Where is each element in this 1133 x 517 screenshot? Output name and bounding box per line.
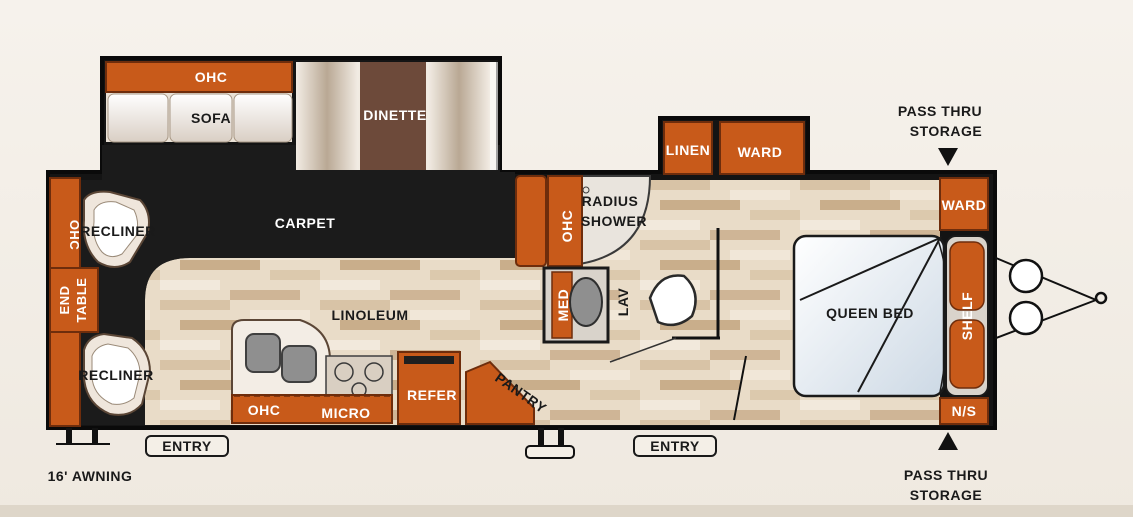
ohc-top-label: OHC	[195, 69, 228, 85]
bathroom: OHC RADIUS SHOWER MED LAV	[515, 175, 720, 363]
burner-2	[364, 362, 384, 382]
ohc-left-label: OHC	[67, 220, 82, 251]
refer-label: REFER	[407, 387, 457, 403]
linoleum-label: LINOLEUM	[331, 307, 408, 323]
hitch-coupler	[1094, 291, 1108, 305]
sofa-cushion-3	[233, 93, 293, 143]
dinette-bench-left	[296, 62, 358, 170]
entry-right: ENTRY	[633, 435, 717, 457]
entry-left-label: ENTRY	[162, 438, 212, 454]
front-cap: END TABLE OHC	[49, 177, 99, 427]
propane-tank-1	[1008, 258, 1044, 294]
pass-thru-top-line2: STORAGE	[910, 123, 982, 139]
sofa-slideout: SOFA OHC	[105, 61, 293, 143]
kitchen: OHC MICRO REFER PANTRY	[231, 319, 550, 425]
end-table	[49, 267, 99, 333]
end-table-label-1: END	[57, 286, 72, 315]
bath-door-swing	[609, 337, 677, 363]
range-top	[325, 355, 393, 397]
awning: 16' AWNING	[48, 428, 133, 484]
med-label: MED	[555, 289, 571, 322]
arrow-down-icon	[938, 148, 958, 166]
linen-ward-slideout: LINEN WARD	[663, 121, 805, 175]
sofa-cushion-2	[169, 93, 233, 143]
dinette: DINETTE	[296, 62, 498, 170]
recliner-top-label: RECLINER	[80, 223, 156, 239]
toilet	[648, 274, 697, 327]
dinette-label: DINETTE	[363, 107, 426, 123]
recliner-top: RECLINER	[80, 190, 156, 268]
bath-ohc-cabinet	[547, 175, 583, 267]
pass-thru-bottom: PASS THRU STORAGE	[904, 432, 988, 503]
ground-band	[0, 505, 1133, 517]
ward-mid-cabinet	[719, 121, 805, 175]
entry-left: ENTRY	[145, 435, 229, 457]
linen-label: LINEN	[666, 142, 711, 158]
queen-bed-label: QUEEN BED	[826, 305, 914, 321]
sofa-cushion-1	[107, 93, 169, 143]
pantry	[465, 360, 535, 425]
shelf-label: SHELF	[959, 292, 975, 340]
pass-thru-bottom-line1: PASS THRU	[904, 467, 988, 483]
pass-thru-top: PASS THRU STORAGE	[898, 103, 982, 166]
ward-right-cabinet	[939, 177, 989, 231]
propane-tank-2	[1008, 300, 1044, 336]
dinette-bench-right	[428, 62, 490, 170]
ward-mid-label: WARD	[738, 144, 783, 160]
micro-label: MICRO	[321, 405, 370, 421]
radius-label: RADIUS	[582, 193, 639, 209]
shower-label: SHOWER	[581, 213, 647, 229]
kitchen-ohc-cabinet	[231, 394, 393, 424]
hitch	[995, 256, 1108, 340]
ward-right-label: WARD	[942, 197, 987, 213]
recliner-bottom: RECLINER	[78, 332, 154, 416]
ohc-top-cabinet	[105, 61, 293, 93]
queen-bed	[792, 234, 946, 398]
ns-cabinet	[939, 397, 989, 425]
bath-ohc-label: OHC	[559, 210, 575, 243]
lav-sink	[569, 277, 603, 327]
bedroom-door-swing	[733, 355, 747, 421]
bath-vanity-edge	[515, 175, 547, 267]
rear-jack	[525, 428, 575, 459]
dinette-table	[360, 62, 426, 170]
awning-label: 16' AWNING	[48, 468, 133, 484]
sink-bowl-1	[245, 333, 281, 373]
pass-thru-bottom-line2: STORAGE	[910, 487, 982, 503]
ns-label: N/S	[952, 403, 977, 419]
bedroom: QUEEN BED WARD SHELF N/S	[733, 177, 989, 425]
lav-label: LAV	[615, 288, 631, 317]
arrow-up-icon	[938, 432, 958, 450]
burner-1	[334, 362, 354, 382]
entry-right-label: ENTRY	[650, 438, 700, 454]
recliner-bottom-label: RECLINER	[78, 367, 154, 383]
sofa-label: SOFA	[191, 110, 231, 126]
sink-bowl-2	[281, 345, 317, 383]
pass-thru-top-line1: PASS THRU	[898, 103, 982, 119]
carpet-label: CARPET	[275, 215, 336, 231]
end-table-label-2: TABLE	[74, 278, 89, 323]
carpet-area	[58, 145, 515, 425]
kitchen-ohc-label: OHC	[248, 402, 281, 418]
linen-cabinet	[663, 121, 713, 175]
